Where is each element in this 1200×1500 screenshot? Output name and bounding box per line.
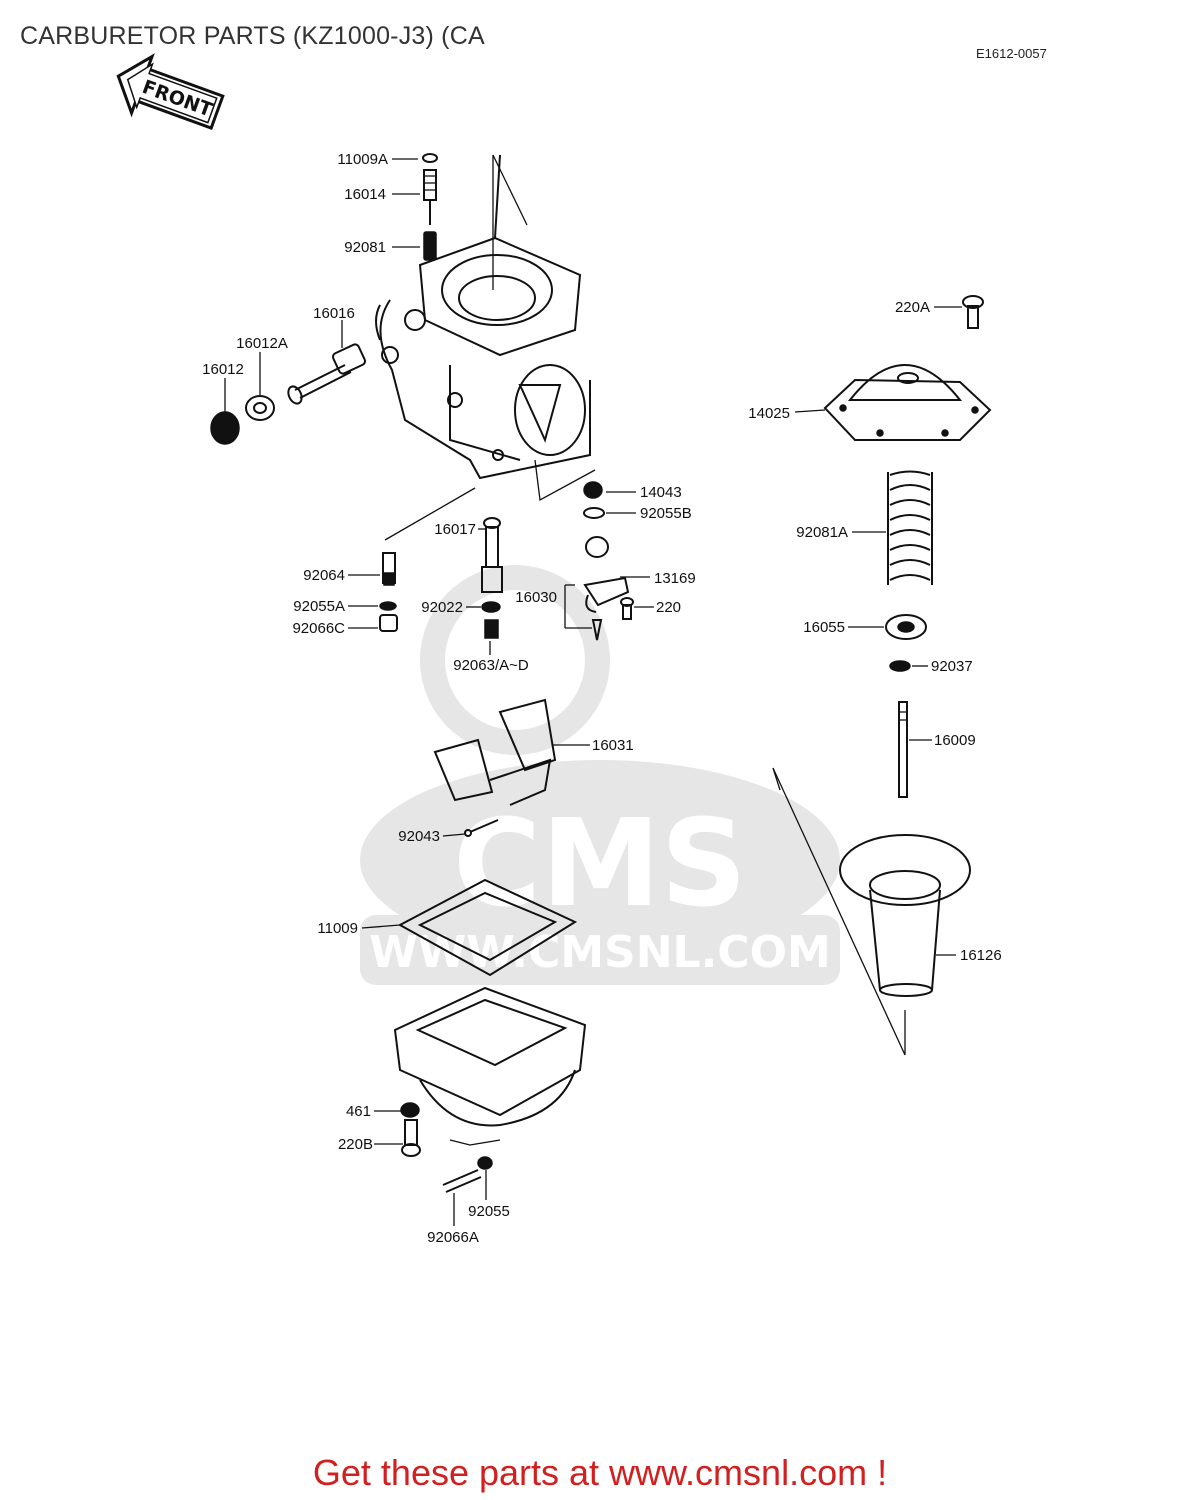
label-14043[interactable]: 14043 xyxy=(640,484,682,501)
part-11009A-oring[interactable] xyxy=(422,153,438,163)
label-16012A[interactable]: 16012A xyxy=(236,335,288,352)
part-461-nut[interactable] xyxy=(400,1102,420,1118)
label-16014[interactable]: 16014 xyxy=(344,186,386,203)
part-16031-float[interactable] xyxy=(433,698,557,806)
part-11009-gasket[interactable] xyxy=(397,878,578,977)
label-220B[interactable]: 220B xyxy=(338,1136,373,1153)
part-220A-screw[interactable] xyxy=(962,295,984,329)
part-220-screw[interactable] xyxy=(620,597,634,620)
part-labels: 11009A 16014 92081 16016 16012A 16012 22… xyxy=(202,151,1002,1246)
label-92081[interactable]: 92081 xyxy=(344,239,386,256)
part-220B-screw[interactable] xyxy=(401,1119,421,1157)
footer-promo: Get these parts at www.cmsnl.com ! xyxy=(0,1452,1200,1494)
label-92081A[interactable]: 92081A xyxy=(796,524,848,541)
label-92064[interactable]: 92064 xyxy=(303,567,345,584)
label-16126[interactable]: 16126 xyxy=(960,947,1002,964)
label-461[interactable]: 461 xyxy=(346,1103,371,1120)
part-16009-jet-needle[interactable] xyxy=(898,701,908,798)
label-16016[interactable]: 16016 xyxy=(313,305,355,322)
part-16126-vacuum-piston[interactable] xyxy=(839,834,971,997)
leader-lines xyxy=(224,158,962,1226)
label-16055[interactable]: 16055 xyxy=(803,619,845,636)
part-92043-pin[interactable] xyxy=(464,819,499,837)
watermark-site: WWW.CMSNL.COM xyxy=(369,927,831,978)
part-92066A-drain-plug[interactable] xyxy=(442,1169,482,1193)
part-16055-holder[interactable] xyxy=(885,614,927,640)
part-16012A-nut[interactable] xyxy=(245,395,275,421)
label-92055A[interactable]: 92055A xyxy=(293,598,345,615)
part-92055B-oring[interactable] xyxy=(583,507,605,519)
label-16009[interactable]: 16009 xyxy=(934,732,976,749)
part-92055-oring[interactable] xyxy=(477,1156,493,1170)
watermark-brand: CMS xyxy=(453,795,747,934)
label-16017[interactable]: 16017 xyxy=(434,521,476,538)
page-title: CARBURETOR PARTS (KZ1000-J3) (CA xyxy=(20,22,485,50)
part-16030-float-valve[interactable] xyxy=(564,584,603,641)
part-14025-cover[interactable] xyxy=(823,364,992,441)
part-92022-washer[interactable] xyxy=(481,601,501,613)
label-220A[interactable]: 220A xyxy=(895,299,930,316)
part-92066C-plug[interactable] xyxy=(379,614,398,632)
label-13169[interactable]: 13169 xyxy=(654,570,696,587)
label-11009[interactable]: 11009 xyxy=(317,920,358,937)
label-220[interactable]: 220 xyxy=(656,599,681,616)
carburetor-body xyxy=(375,154,591,480)
label-16031[interactable]: 16031 xyxy=(592,737,634,754)
label-92022[interactable]: 92022 xyxy=(421,599,463,616)
part-16017-needle-jet[interactable] xyxy=(481,517,503,593)
label-92066A[interactable]: 92066A xyxy=(427,1229,479,1246)
label-14025[interactable]: 14025 xyxy=(748,405,790,422)
part-92063-main-jet[interactable] xyxy=(484,619,499,639)
part-92064-pilot-jet[interactable] xyxy=(382,552,396,586)
label-16030[interactable]: 16030 xyxy=(515,589,557,606)
part-14043-cap[interactable] xyxy=(583,481,603,499)
part-92081A-spring[interactable] xyxy=(887,470,933,586)
float-bowl xyxy=(393,986,587,1127)
label-11009A[interactable]: 11009A xyxy=(337,151,388,168)
exploded-parts-diagram: CMS WWW.CMSNL.COM FRONT xyxy=(116,53,1002,1246)
part-13169-float-pin[interactable] xyxy=(583,536,630,613)
cms-watermark: CMS WWW.CMSNL.COM xyxy=(360,565,840,985)
part-92037-clip[interactable] xyxy=(889,660,911,672)
label-92066C[interactable]: 92066C xyxy=(292,620,345,637)
part-92055A-oring[interactable] xyxy=(379,601,397,611)
part-16012-cap[interactable] xyxy=(210,411,240,445)
part-16014-pilot-screw[interactable] xyxy=(423,169,437,225)
diagram-reference-code: E1612-0057 xyxy=(976,46,1047,61)
label-92063[interactable]: 92063/A~D xyxy=(453,657,529,674)
label-92037[interactable]: 92037 xyxy=(931,658,973,675)
label-92055[interactable]: 92055 xyxy=(468,1203,510,1220)
front-arrow-badge: FRONT xyxy=(116,53,225,130)
part-16016-starter-plunger[interactable] xyxy=(286,343,367,406)
label-16012[interactable]: 16012 xyxy=(202,361,244,378)
footer-shop-link[interactable]: Get these parts at www.cmsnl.com ! xyxy=(312,1452,888,1493)
part-92081-spring[interactable] xyxy=(423,231,437,261)
label-92043[interactable]: 92043 xyxy=(398,828,440,845)
label-92055B[interactable]: 92055B xyxy=(640,505,692,522)
